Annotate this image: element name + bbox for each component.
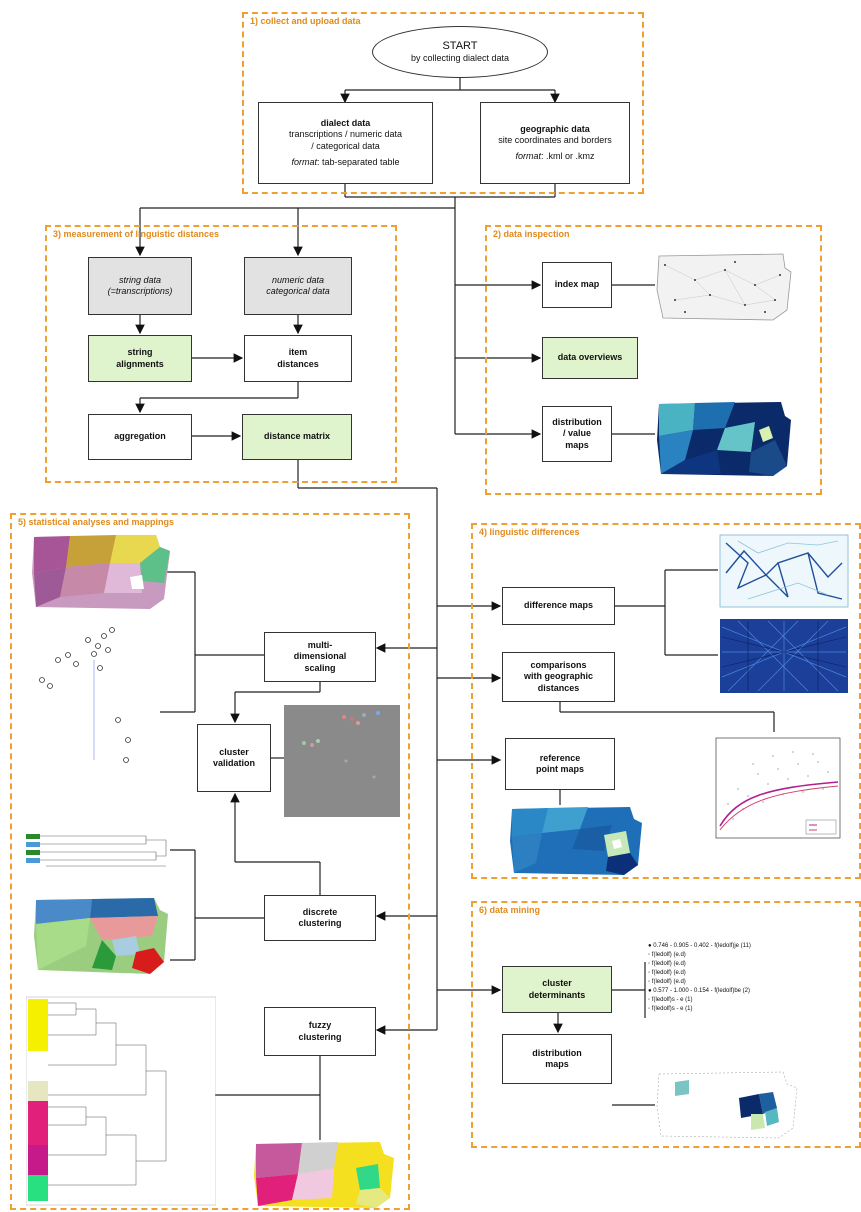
section-statistical: 5) statistical analyses and mappings xyxy=(10,513,410,1210)
determinant-row: ● 0.746 - 0.905 - 0.402 - f(ledolf)je (1… xyxy=(648,943,751,949)
determinants-list: ● 0.746 - 0.905 - 0.402 - f(ledolf)je (1… xyxy=(648,942,853,1014)
section-title: 5) statistical analyses and mappings xyxy=(18,517,175,527)
determinant-row: ◦ f(ledolf) (e.d) xyxy=(648,979,686,985)
distance-matrix-box: distance matrix xyxy=(242,414,352,460)
section-title: 2) data inspection xyxy=(493,229,570,239)
section-title: 3) measurement of linguistic distances xyxy=(53,229,220,239)
fuzzy-cluster-map-image xyxy=(254,1142,394,1208)
section-inspection: 2) data inspection xyxy=(485,225,822,495)
distribution-map-image xyxy=(656,1071,798,1139)
determinant-row: ● 0.577 - 1.000 - 0.154 - f(ledolf)be (2… xyxy=(648,988,751,994)
box-title: geographic data xyxy=(520,123,590,134)
section-measurement: 3) measurement of linguistic distances xyxy=(45,225,397,483)
section-title: 6) data mining xyxy=(479,905,541,915)
data-overviews-box: data overviews xyxy=(542,337,638,379)
section-mining: 6) data mining xyxy=(471,901,861,1148)
mds-scatter-image xyxy=(39,627,131,763)
box-line: site coordinates and borders xyxy=(498,134,612,145)
value-map-image xyxy=(657,402,791,476)
comparison-scatter-image xyxy=(715,737,841,839)
geographic-data-box: geographic data site coordinates and bor… xyxy=(480,102,630,184)
dialect-data-box: dialect data transcriptions / numeric da… xyxy=(258,102,433,184)
fuzzy-dendrogram-image xyxy=(26,996,216,1206)
reference-point-map-image xyxy=(510,807,642,875)
discrete-cluster-map-image xyxy=(34,898,168,974)
section-differences: 4) linguistic differences xyxy=(471,523,861,879)
string-data-box: string data(=transcriptions) xyxy=(88,257,192,315)
dendrogram-small-image xyxy=(26,834,167,867)
box-line: / categorical data xyxy=(311,140,380,151)
determinant-row: ◦ f(ledolf)s - e (1) xyxy=(648,997,693,1003)
aggregation-box: aggregation xyxy=(88,414,192,460)
box-format: format: .kml or .kmz xyxy=(515,151,595,162)
start-node: START by collecting dialect data xyxy=(372,26,548,78)
start-label: START xyxy=(442,40,478,52)
determinant-row: ◦ f(ledolf) (e.d) xyxy=(648,970,686,976)
difference-map-image-2 xyxy=(720,619,848,693)
section-collect: 1) collect and upload data xyxy=(242,12,644,194)
box-title: dialect data xyxy=(320,118,371,128)
mds-map-image xyxy=(32,535,170,609)
start-sublabel: by collecting dialect data xyxy=(410,53,510,64)
index-map-image xyxy=(656,253,792,321)
cluster-validation-image xyxy=(284,705,400,817)
box-format: format: tab-separated table xyxy=(291,156,400,167)
index-map-box: index map xyxy=(542,262,612,308)
determinant-row: ◦ f(ledolf)s - e (1) xyxy=(648,1006,693,1012)
determinant-row: ◦ f(ledolf) (e.d) xyxy=(648,961,686,967)
difference-maps-box: difference maps xyxy=(502,587,615,625)
determinant-row: ◦ f(ledolf) (e.d) xyxy=(648,952,686,958)
section-title: 4) linguistic differences xyxy=(479,527,580,537)
section-title: 1) collect and upload data xyxy=(250,16,361,26)
difference-map-image-1 xyxy=(719,534,849,608)
box-line: transcriptions / numeric data xyxy=(288,129,403,140)
